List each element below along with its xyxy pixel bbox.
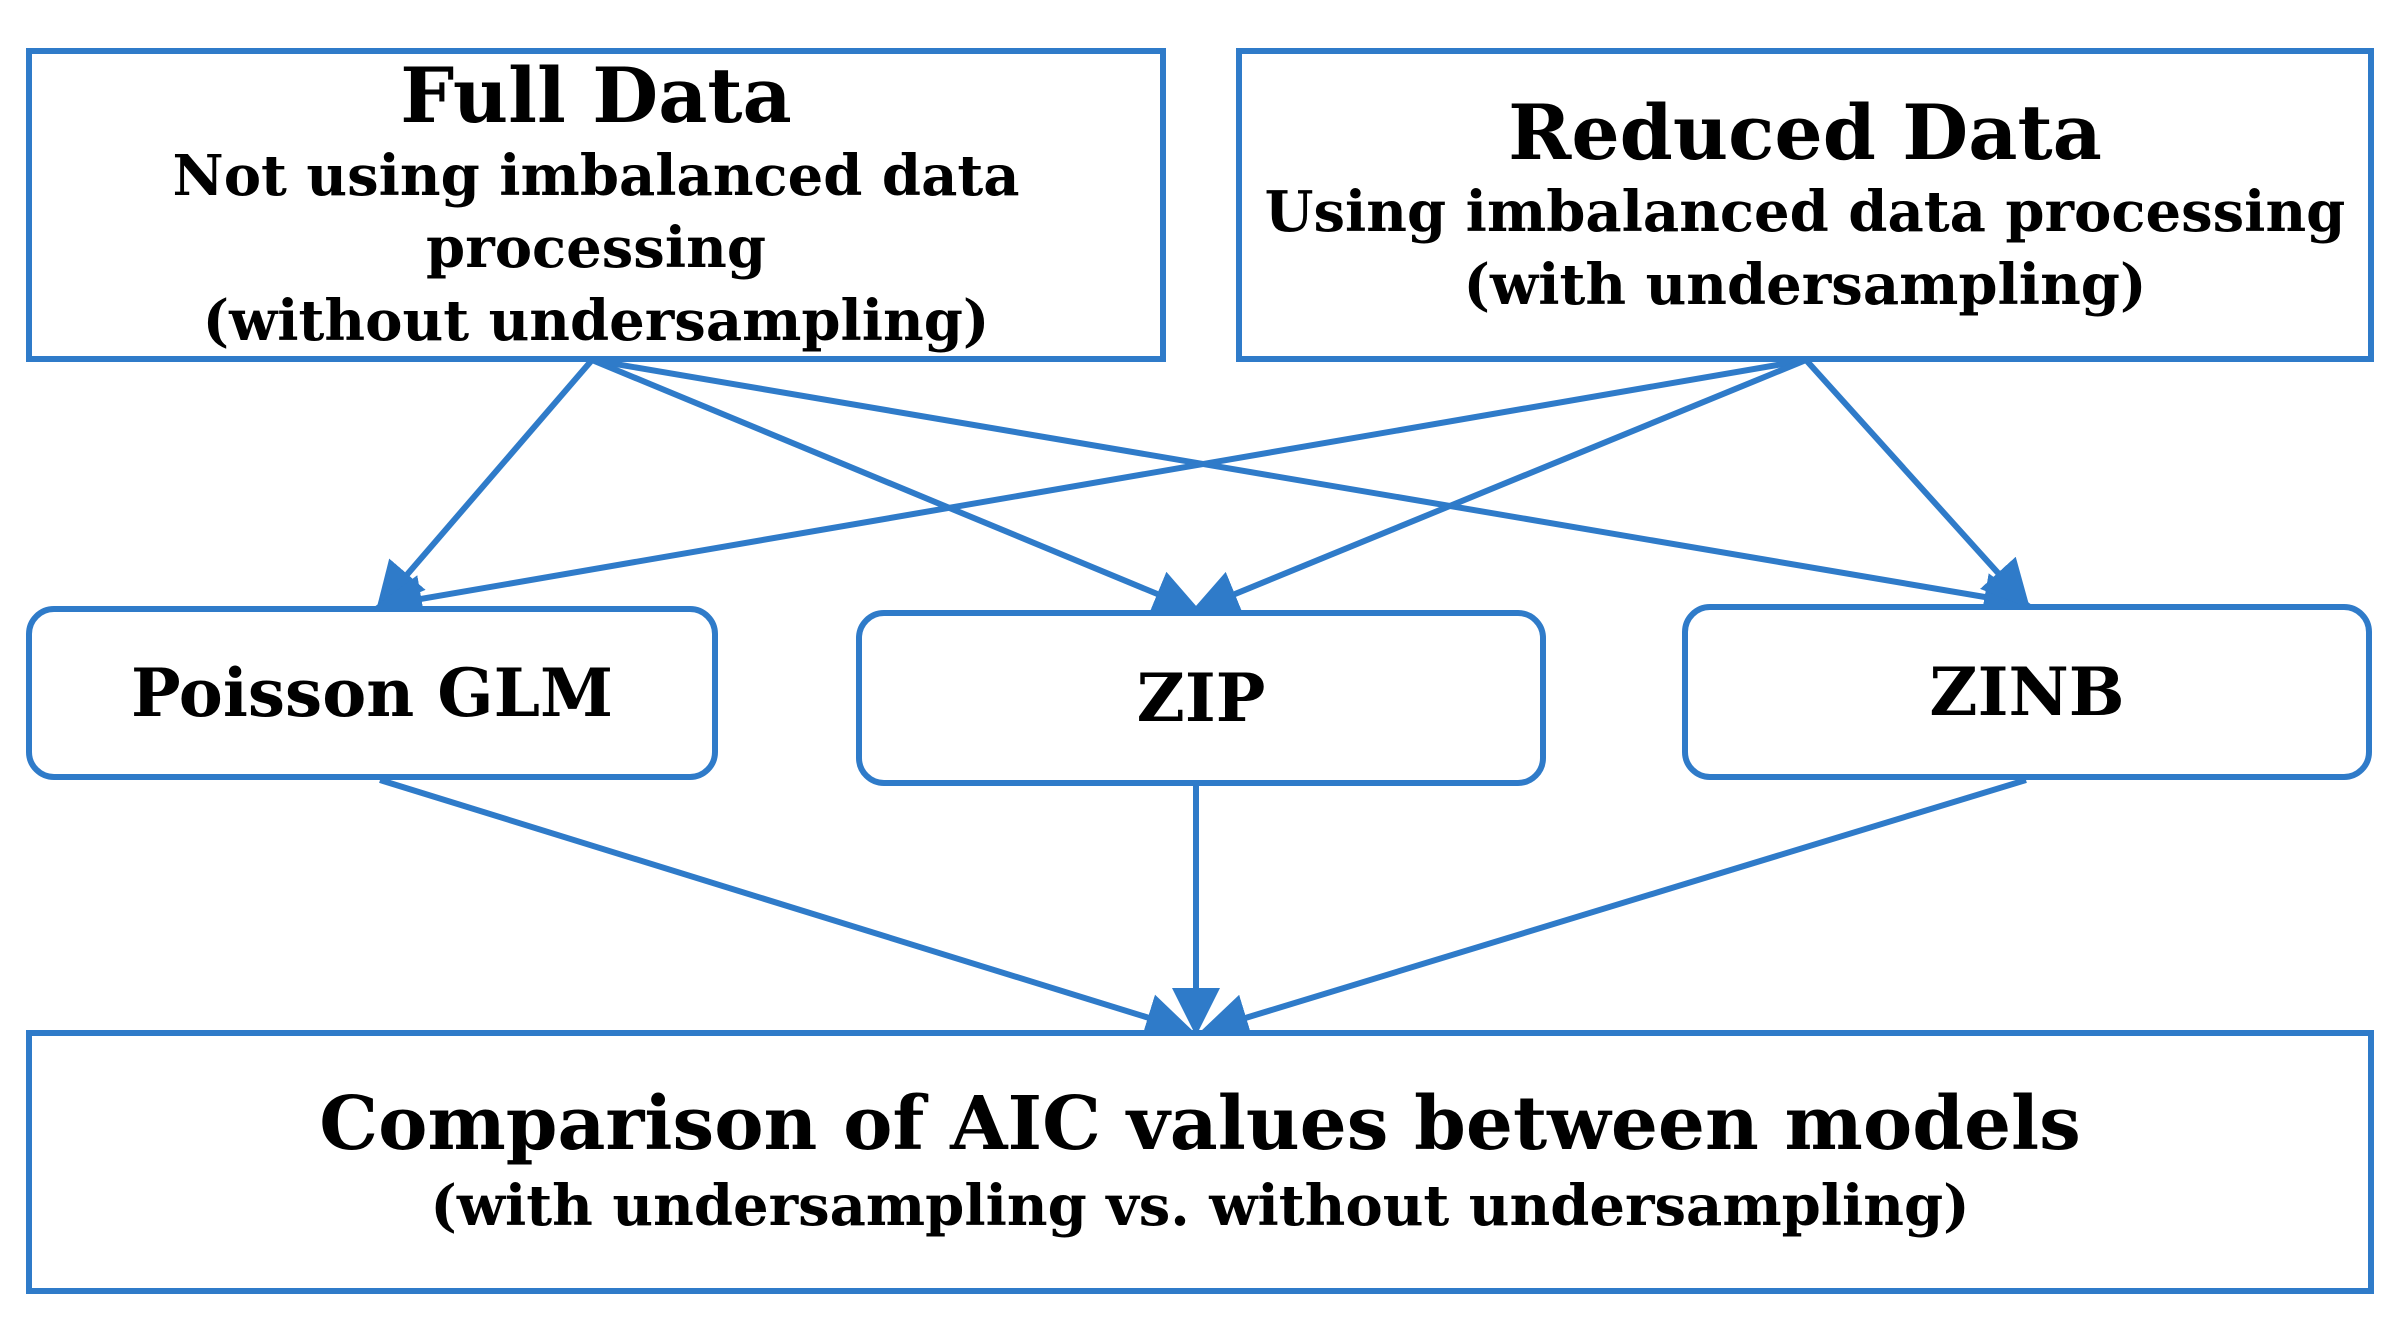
reduced-data-title: Reduced Data bbox=[1508, 87, 2102, 177]
aic-comparison-subtitle: (with undersampling vs. without undersam… bbox=[430, 1172, 1970, 1239]
zip-label: ZIP bbox=[1136, 658, 1266, 737]
arrow-full-to-zinb bbox=[591, 357, 2032, 621]
aic-comparison-title: Comparison of AIC values between models bbox=[319, 1080, 2081, 1167]
reduced-data-note: (with undersampling) bbox=[1463, 251, 2147, 318]
arrow-zinb-to-result bbox=[1200, 777, 2027, 1041]
reduced-data-description: Using imbalanced data processing bbox=[1264, 178, 2346, 245]
arrow-reduced-to-poisson bbox=[374, 357, 1807, 623]
arrow-reduced-to-zinb bbox=[1803, 357, 2031, 609]
poisson-glm-label: Poisson GLM bbox=[130, 653, 614, 732]
zinb-box: ZINB bbox=[1682, 604, 2372, 780]
reduced-data-box: Reduced Data Using imbalanced data proce… bbox=[1236, 48, 2374, 362]
arrow-full-to-poisson bbox=[376, 358, 595, 611]
zip-box: ZIP bbox=[856, 610, 1546, 786]
aic-comparison-box: Comparison of AIC values between models … bbox=[26, 1030, 2374, 1294]
full-data-description: Not using imbalanced data processing bbox=[172, 142, 1020, 282]
full-data-title: Full Data bbox=[400, 51, 792, 141]
full-data-box: Full Data Not using imbalanced data proc… bbox=[26, 48, 1166, 362]
full-data-note: (without undersampling) bbox=[202, 288, 990, 355]
arrow-poisson-to-result bbox=[379, 777, 1194, 1041]
arrow-full-to-zip bbox=[590, 357, 1202, 617]
poisson-glm-box: Poisson GLM bbox=[26, 606, 718, 780]
arrow-reduced-to-zip bbox=[1190, 357, 1808, 617]
zinb-label: ZINB bbox=[1929, 652, 2125, 731]
